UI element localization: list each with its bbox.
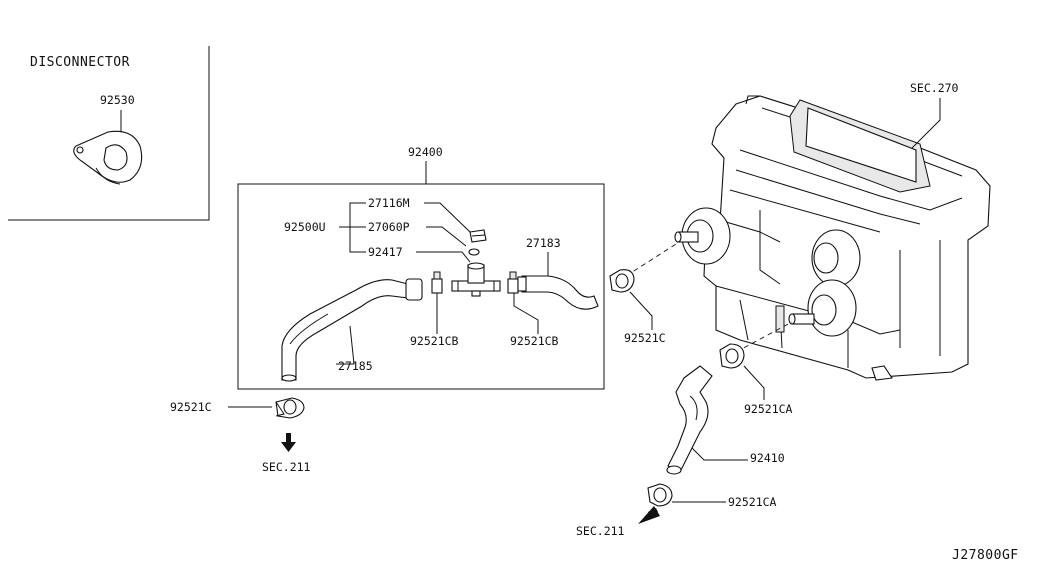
sec211-bottom: SEC.211 <box>576 524 625 538</box>
part-label-92521CB-left: 92521CB <box>410 334 459 348</box>
part-label-27060P: 27060P <box>368 220 410 234</box>
o-ring-icon <box>468 248 480 256</box>
part-label-92521CB-right: 92521CB <box>510 334 559 348</box>
part-label-92500U: 92500U <box>284 220 326 234</box>
kit-bracket: 92500U 27116M 27060P 92417 <box>284 196 471 263</box>
t-joint-icon <box>451 262 501 297</box>
part-label-92410: 92410 <box>750 451 785 465</box>
diagram-code: J27800GF <box>952 548 1019 563</box>
bleeder-cap-icon <box>469 229 487 243</box>
clip-92521C-left-icon <box>275 397 305 419</box>
assembly-label: 92400 <box>408 145 443 159</box>
part-label-92521C-right: 92521C <box>624 331 666 345</box>
hose-92410-icon <box>666 365 713 475</box>
part-label-92521CA-upper: 92521CA <box>744 402 793 416</box>
clip-92521CA-upper-icon <box>719 343 745 369</box>
sec270-label: SEC.270 <box>910 81 959 95</box>
part-label-27185: 27185 <box>338 359 373 373</box>
clip-92521CA-lower-icon <box>647 483 673 507</box>
assembly-box: 92400 <box>237 145 605 390</box>
hose-27183-icon <box>517 275 599 310</box>
disconnector-title: DISCONNECTOR <box>30 55 130 70</box>
heater-unit-icon <box>674 95 991 381</box>
part-label-27183: 27183 <box>526 236 561 250</box>
part-label-92530: 92530 <box>100 93 135 107</box>
arrow-down-icon <box>281 433 296 452</box>
part-label-92417: 92417 <box>368 245 403 259</box>
clip-92521C-right-icon <box>609 269 635 293</box>
clip-92521CB-right-icon <box>507 271 519 294</box>
sec211-left: SEC.211 <box>262 460 311 474</box>
arrow-down-left-icon <box>638 506 660 524</box>
disconnector-part-icon <box>73 130 143 185</box>
part-label-27116M: 27116M <box>368 196 410 210</box>
part-label-92521CA-lower: 92521CA <box>728 495 777 509</box>
hose-27185-icon <box>281 278 423 382</box>
clip-92521CB-left-icon <box>431 271 443 294</box>
part-label-92521C-left: 92521C <box>170 400 212 414</box>
disconnector-inset: DISCONNECTOR 92530 <box>8 46 210 221</box>
